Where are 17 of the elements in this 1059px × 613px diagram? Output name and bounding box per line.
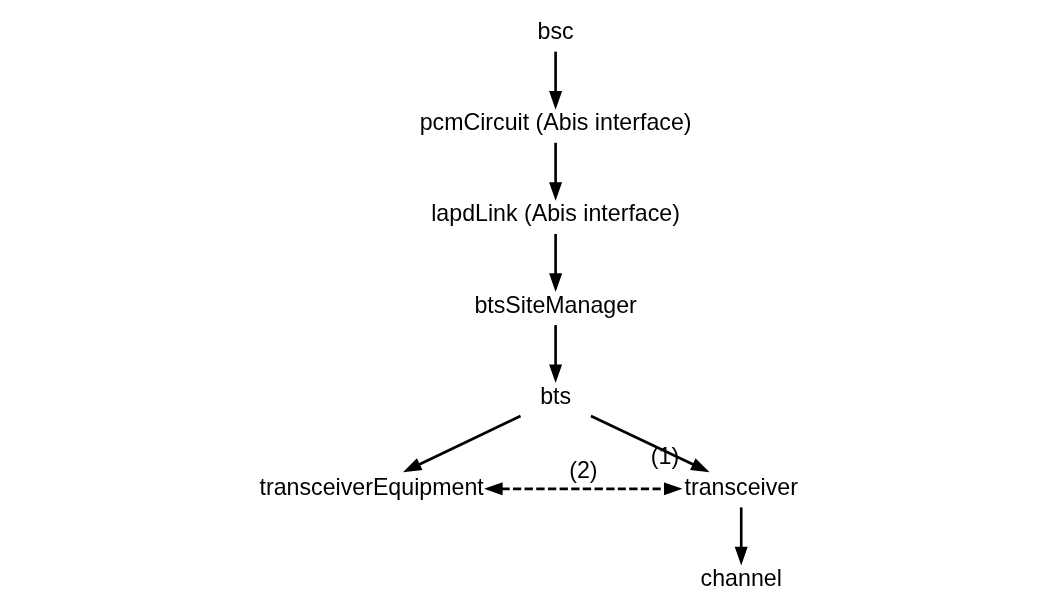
arrow bbox=[484, 482, 683, 496]
arrow bbox=[402, 414, 522, 473]
node-text: bsc bbox=[537, 18, 574, 45]
node-text: channel bbox=[700, 565, 782, 592]
node-text: bts bbox=[540, 382, 572, 409]
arrow bbox=[590, 414, 710, 473]
arrow bbox=[549, 233, 563, 292]
node-text: transceiver bbox=[684, 473, 798, 500]
arrow bbox=[549, 51, 563, 110]
node-text: transceiverEquipment bbox=[259, 473, 484, 500]
arrow bbox=[549, 325, 563, 384]
node-text: pcmCircuit (Abis interface) bbox=[419, 109, 692, 136]
arrow bbox=[734, 507, 748, 566]
edge-label: (2) bbox=[569, 456, 598, 483]
node-text: lapdLink (Abis interface) bbox=[431, 200, 680, 227]
node-text: btsSiteManager bbox=[474, 291, 637, 318]
arrow bbox=[549, 142, 563, 201]
